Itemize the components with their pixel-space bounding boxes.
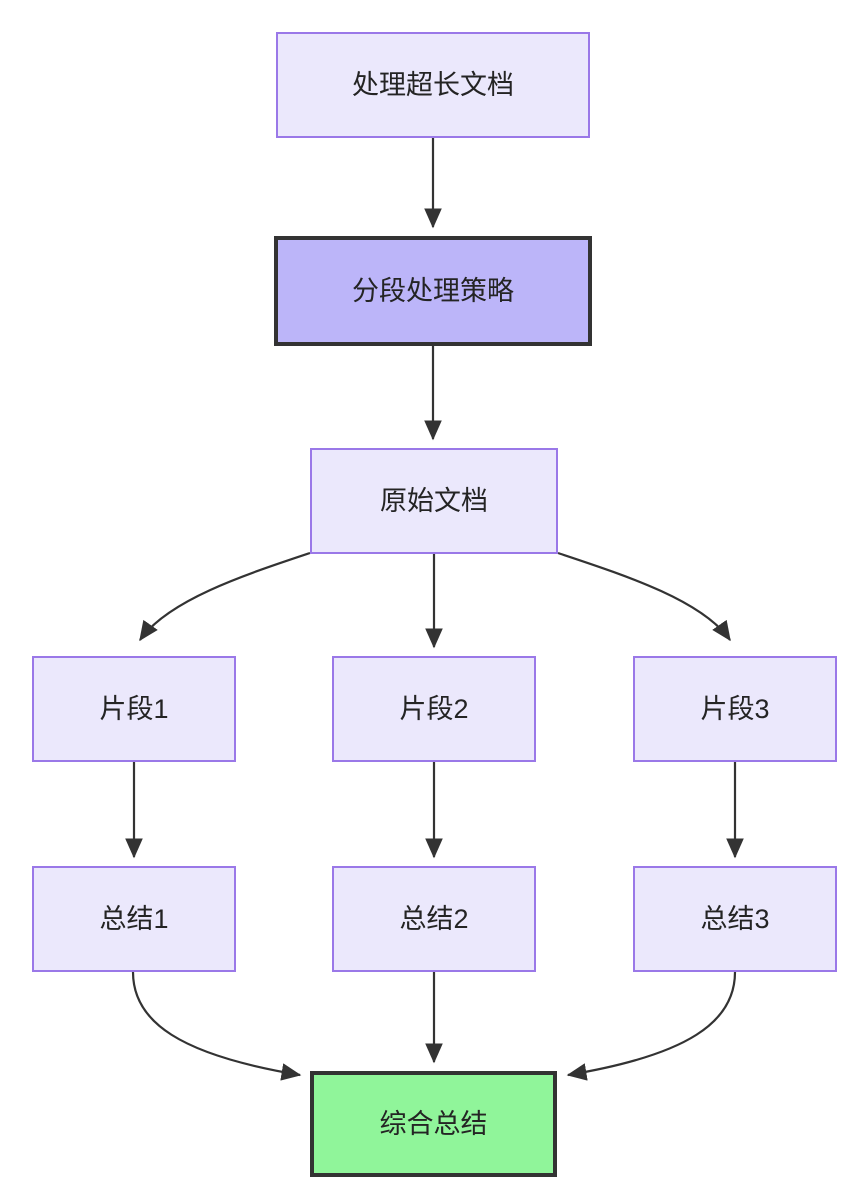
node-summary-2[interactable]: 总结2 bbox=[332, 866, 536, 972]
node-label: 总结3 bbox=[700, 903, 770, 934]
node-label: 片段1 bbox=[99, 693, 169, 724]
node-label: 分段处理策略 bbox=[352, 275, 514, 306]
node-label: 片段2 bbox=[399, 693, 469, 724]
node-chunk-1[interactable]: 片段1 bbox=[32, 656, 236, 762]
edge-summary3-final bbox=[566, 971, 737, 1081]
node-chunk-3[interactable]: 片段3 bbox=[633, 656, 837, 762]
node-label: 综合总结 bbox=[379, 1108, 488, 1139]
node-chunking-strategy[interactable]: 分段处理策略 bbox=[274, 236, 592, 346]
node-process-long-document[interactable]: 处理超长文档 bbox=[276, 32, 590, 138]
node-summary-3[interactable]: 总结3 bbox=[633, 866, 837, 972]
edge-source-chunk3 bbox=[557, 551, 731, 642]
edge-summary1-final bbox=[131, 971, 302, 1081]
node-label: 原始文档 bbox=[380, 485, 488, 516]
node-label: 总结1 bbox=[99, 903, 169, 934]
node-summary-1[interactable]: 总结1 bbox=[32, 866, 236, 972]
node-label: 片段3 bbox=[700, 693, 770, 724]
node-source-document[interactable]: 原始文档 bbox=[310, 448, 558, 554]
node-combined-summary[interactable]: 综合总结 bbox=[310, 1071, 557, 1177]
edge-source-chunk1 bbox=[139, 551, 311, 642]
node-label: 总结2 bbox=[399, 903, 469, 934]
node-label: 处理超长文档 bbox=[352, 69, 514, 100]
node-chunk-2[interactable]: 片段2 bbox=[332, 656, 536, 762]
